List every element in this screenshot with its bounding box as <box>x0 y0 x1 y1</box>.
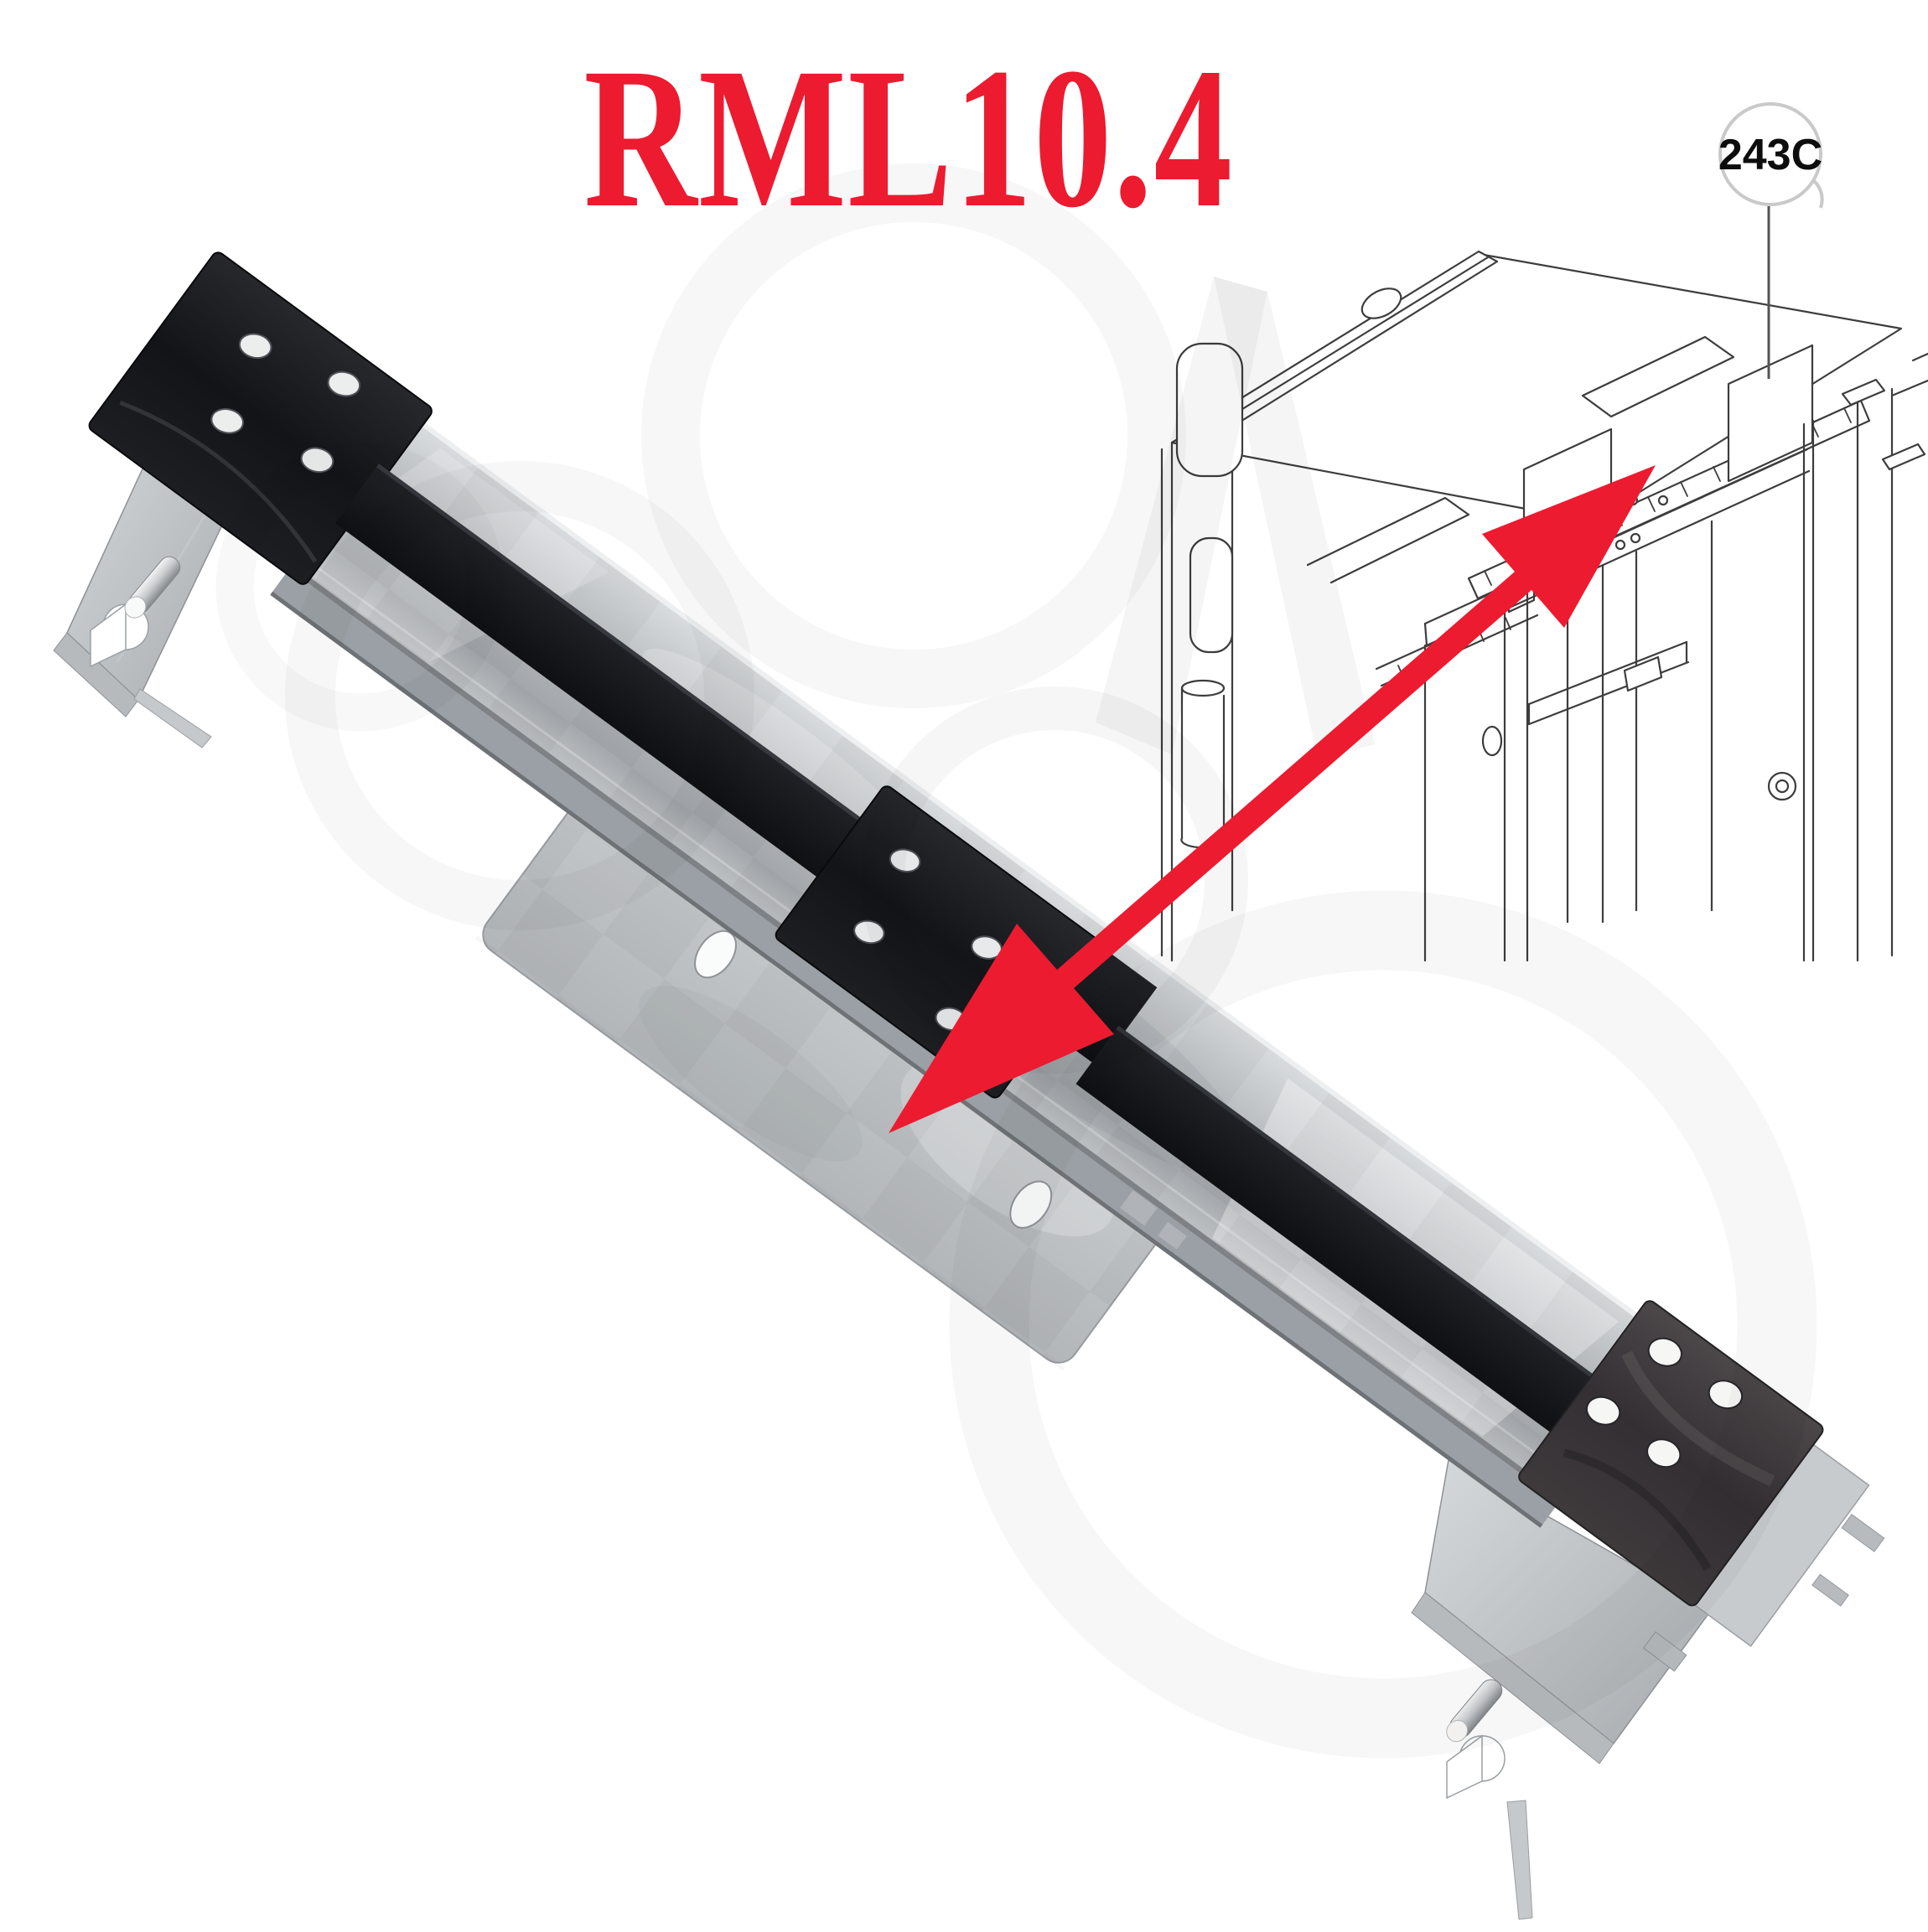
callout-243c: 243C <box>1718 102 1824 379</box>
plate-hole <box>1646 1438 1682 1468</box>
plate-hole <box>300 447 334 474</box>
right-hook-pin <box>1446 1679 1503 1743</box>
right-hook <box>1411 1458 1713 1920</box>
black-strip-upper <box>334 464 870 884</box>
plate-hole <box>1585 1396 1621 1426</box>
mounting-bracket-rail <box>88 251 1885 1647</box>
black-end-plate-bottom <box>1518 1300 1824 1607</box>
page-title: RML10.4 <box>583 26 1234 249</box>
right-hook-tail <box>1506 1800 1533 1920</box>
plate-hole <box>210 408 244 434</box>
plate-hole <box>1708 1380 1744 1410</box>
interior-cross-rail <box>1527 640 1690 726</box>
plate-hole <box>853 919 885 945</box>
left-hook-pin <box>124 556 181 619</box>
rail-under-flange <box>271 569 1559 1527</box>
callout-label: 243C <box>1718 131 1822 179</box>
callout-balloon <box>1718 102 1822 206</box>
cooling-unit-pipes <box>1175 342 1244 849</box>
plate-hole <box>1647 1337 1682 1367</box>
plate-oval-hole <box>694 930 737 979</box>
plate-hole <box>238 333 272 360</box>
pointer-arrow-icon <box>889 465 1656 1133</box>
plate-hole <box>327 370 361 397</box>
back-rail-clamp <box>1360 287 1402 319</box>
plate-hole <box>889 848 921 873</box>
plate-oval-hole <box>1009 1180 1053 1229</box>
black-end-plate-top <box>88 251 433 585</box>
watermark <box>1096 277 1375 759</box>
black-strip-lower <box>1075 1025 1600 1437</box>
left-hook-tail <box>133 688 212 748</box>
